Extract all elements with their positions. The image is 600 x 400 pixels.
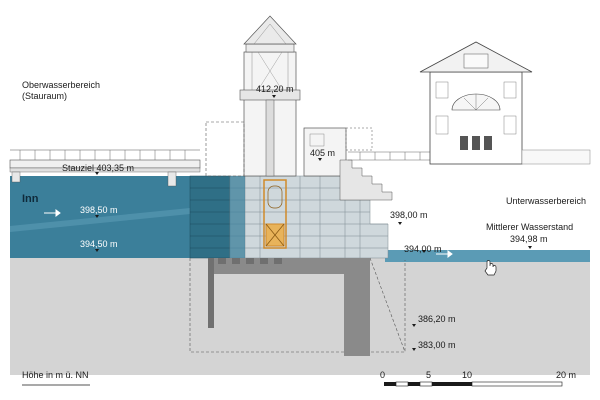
level-398-00: 398,00 m [390, 210, 428, 220]
scale-tick-20: 20 m [556, 370, 576, 380]
scale-tick-0: 0 [380, 370, 385, 380]
downstream-flow-arrow [436, 250, 453, 258]
level-398-50: 398,50 m [80, 205, 118, 215]
machine-house [303, 127, 373, 177]
foundation [208, 258, 370, 356]
level-386-20: 386,20 m [418, 314, 456, 324]
upstream-bridge [9, 149, 201, 187]
power-house [419, 41, 591, 165]
upstream-river-bed [10, 208, 190, 232]
level-383-00: 383,00 m [418, 340, 456, 350]
stauraum-label: (Stauraum) [22, 91, 67, 101]
level-markers [95, 95, 532, 351]
mittlerer-value: 394,98 m [510, 234, 548, 244]
scale-tick-10: 10 [462, 370, 472, 380]
unterwasser-label: Unterwasserbereich [506, 196, 586, 206]
stauziel-label: Stauziel 403,35 m [62, 163, 134, 173]
mittlerer-label: Mittlerer Wasserstand [486, 222, 573, 232]
upstream-pier [189, 175, 231, 259]
downstream-water [385, 250, 590, 262]
level-394-50: 394,50 m [80, 239, 118, 249]
oberwasser-label: Oberwasserbereich [22, 80, 100, 90]
flow-arrows [44, 209, 61, 217]
inn-label: Inn [22, 193, 39, 205]
level-405: 405 m [310, 148, 335, 158]
scale-bar: 0 5 10 20 m [380, 370, 576, 387]
hoehe-label: Höhe in m ü. NN [22, 370, 89, 380]
weir-gate [263, 179, 287, 249]
downstream-stairs [339, 159, 393, 201]
hidden-outline [189, 121, 406, 353]
level-412-20: 412,20 m [256, 84, 294, 94]
downstream-railing [348, 151, 430, 161]
level-394-00: 394,00 m [404, 244, 442, 254]
scale-tick-5: 5 [426, 370, 431, 380]
gate-tower [239, 15, 301, 177]
hand-cursor-icon [484, 260, 497, 276]
